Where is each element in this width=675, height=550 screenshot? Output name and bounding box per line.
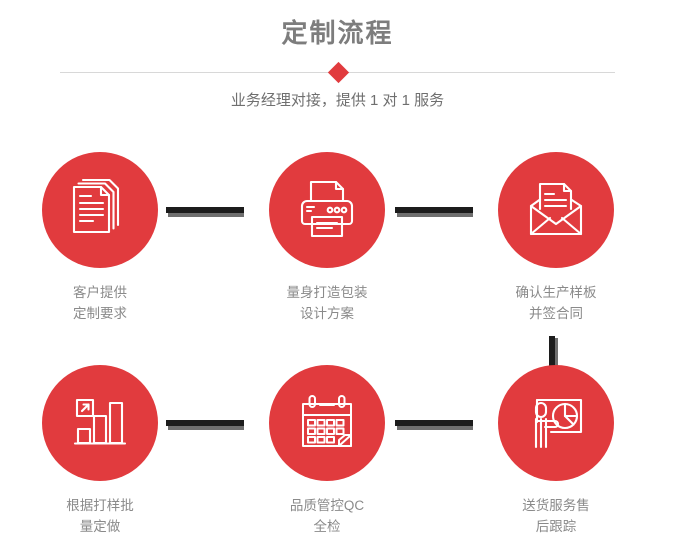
header-divider (60, 61, 615, 84)
connector-bar (166, 207, 244, 213)
printer-icon (294, 177, 360, 243)
connector-shadow (555, 338, 558, 366)
connector-shadow (397, 426, 473, 430)
connector-bar (395, 207, 473, 213)
connector-shadow (168, 213, 244, 217)
flow-connector-4-5 (166, 420, 244, 430)
flow-step-2-circle (269, 152, 385, 268)
page-subtitle: 业务经理对接，提供 1 对 1 服务 (230, 92, 445, 109)
flow-step-1-circle (42, 152, 158, 268)
flow-connector-vertical (549, 336, 558, 366)
connector-shadow (168, 426, 244, 430)
flow-step-5-label: 品质管控QC 全检 (289, 498, 365, 534)
flow-step-2[interactable]: 量身打造包装 设计方案 (252, 152, 402, 324)
flow-step-5[interactable]: 品质管控QC 全检 (252, 365, 402, 537)
bar-chart-growth-icon (69, 392, 131, 454)
flow-row-top: 客户提供 定制要求 (0, 152, 675, 332)
flow-step-3[interactable]: 确认生产样板 并签合同 (481, 152, 631, 324)
flow-step-4-label: 根据打样批 量定做 (66, 498, 134, 534)
flow-step-4[interactable]: 根据打样批 量定做 (25, 365, 175, 537)
flow-step-2-label: 量身打造包装 设计方案 (286, 285, 368, 321)
calendar-icon (296, 392, 358, 454)
presenter-pie-chart-icon (525, 392, 587, 454)
envelope-letter-icon (523, 177, 589, 243)
page-title: 定制流程 (281, 18, 394, 48)
flow-step-1[interactable]: 客户提供 定制要求 (25, 152, 175, 324)
flow-step-3-label: 确认生产样板 并签合同 (515, 285, 597, 321)
flow-connector-1-2 (166, 207, 244, 217)
flow-connector-2-3 (395, 207, 473, 217)
flow-step-6[interactable]: 送货服务售 后跟踪 (481, 365, 631, 537)
connector-shadow (397, 213, 473, 217)
flow-step-4-circle (42, 365, 158, 481)
flow-step-6-label: 送货服务售 后跟踪 (522, 498, 590, 534)
flow-connector-5-6 (395, 420, 473, 430)
documents-icon (67, 177, 133, 243)
diamond-marker-icon (327, 61, 349, 84)
connector-bar (395, 420, 473, 426)
flow-step-6-circle (498, 365, 614, 481)
connector-bar (166, 420, 244, 426)
connector-bar (549, 336, 555, 366)
flow-step-5-circle (269, 365, 385, 481)
flow-step-1-label: 客户提供 定制要求 (73, 285, 127, 321)
flow-row-bottom: 根据打样批 量定做 (0, 365, 675, 545)
flow-step-3-circle (498, 152, 614, 268)
